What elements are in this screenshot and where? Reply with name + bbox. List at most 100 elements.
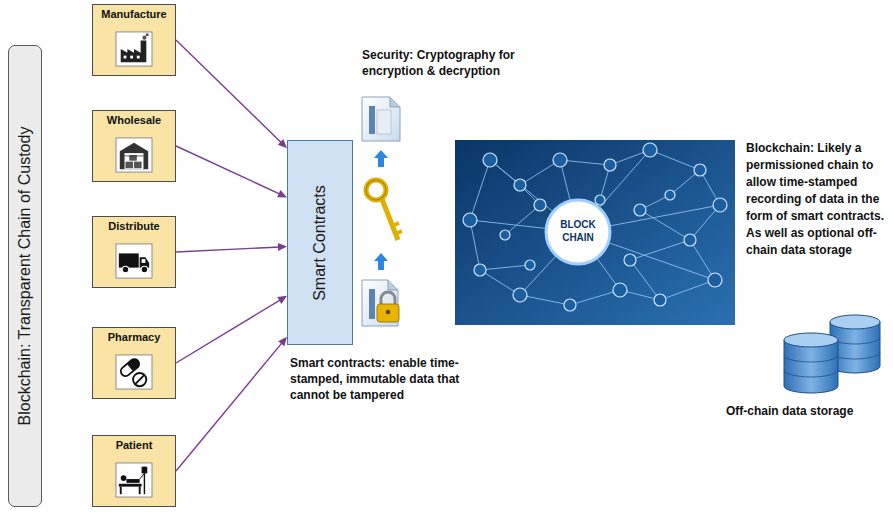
actor-icon: [115, 354, 153, 390]
document-icon: [390, 97, 400, 107]
note-text: Security: Cryptography for encryption & …: [362, 47, 522, 79]
network-links: [505, 205, 540, 235]
network-links: [630, 240, 690, 260]
flow-arrow: [176, 296, 287, 363]
database-icon: [784, 340, 838, 393]
network-dots: [474, 264, 486, 276]
database-icon: [784, 333, 838, 347]
up-arrow: [374, 150, 388, 167]
network-dots: [708, 273, 722, 287]
picture-text: BLOCK CHAIN: [550, 218, 606, 244]
key-icon: [395, 231, 402, 234]
flow-arrow-line: [176, 300, 281, 363]
network-dots: [643, 143, 657, 157]
network-links: [470, 160, 490, 220]
network-links: [570, 290, 620, 305]
actor-icon: [115, 243, 153, 279]
network-dots: [564, 299, 576, 311]
network-dots: [713, 198, 727, 212]
document-icon: [362, 97, 400, 141]
network-dots: [595, 195, 605, 205]
network-links: [630, 260, 660, 300]
box-heading: Manufacture: [93, 8, 175, 20]
flow-arrow-line: [176, 342, 282, 471]
locked-document-icon: [381, 292, 395, 305]
network-links: [520, 295, 570, 305]
network-dots: [654, 294, 666, 306]
key-icon: [366, 180, 386, 200]
network-dots: [665, 190, 675, 200]
network-dots: [500, 230, 510, 240]
actor-icon: [115, 462, 153, 498]
key-icon: [392, 223, 399, 226]
locked-document-icon: [362, 280, 399, 326]
network-dots: [513, 288, 527, 302]
actor-box: Distribute: [92, 216, 176, 288]
arrowhead: [277, 190, 287, 197]
document-icon: [362, 97, 400, 141]
box-heading: Distribute: [93, 220, 175, 232]
actor-box: Patient: [92, 435, 176, 507]
locked-document-icon: [377, 304, 399, 322]
box-heading: Pharmacy: [93, 331, 175, 343]
custody-band: Blockchain: Transparent Chain of Custody: [8, 45, 42, 507]
actor-icon: [115, 31, 153, 67]
box-heading: Patient: [93, 439, 175, 451]
actor-box: Wholesale: [92, 110, 176, 182]
network-dots: [624, 254, 636, 266]
document-icon: [369, 106, 375, 134]
network-dots: [463, 143, 727, 311]
network-dots: [483, 153, 497, 167]
arrowhead: [278, 337, 287, 346]
note-text: Smart contracts: enable time-stamped, im…: [290, 355, 470, 403]
flow-arrow-line: [176, 40, 282, 143]
actor-icon: [115, 137, 153, 173]
network-links: [650, 150, 700, 170]
locked-document-icon: [362, 280, 398, 326]
document-icon: [377, 110, 391, 134]
flow-arrow: [176, 243, 287, 252]
flow-arrow-line: [176, 247, 280, 252]
vertical-label: Smart Contracts: [311, 185, 329, 301]
network-dots: [463, 213, 477, 227]
network-links: [470, 150, 720, 305]
box-heading: Wholesale: [93, 114, 175, 126]
vertical-label: Blockchain: Transparent Chain of Custody: [16, 127, 34, 426]
actor-icon: [116, 138, 152, 172]
up-arrow: [374, 150, 388, 167]
network-dots: [613, 283, 627, 297]
center-hub: [546, 200, 610, 264]
key-icon: [366, 180, 386, 200]
flow-arrow: [176, 146, 287, 197]
actor-icon: [116, 463, 152, 497]
actor-icon: [116, 244, 152, 278]
arrowhead: [277, 296, 287, 304]
actor-box: Manufacture: [92, 4, 176, 76]
arrowhead: [278, 243, 287, 251]
network-dots: [634, 204, 646, 216]
up-arrow: [374, 253, 388, 270]
database-icon: [784, 315, 880, 393]
network-dots: [604, 159, 616, 171]
actor-icon: [116, 32, 152, 66]
blockchain-network-picture: [455, 140, 735, 325]
locked-document-icon: [369, 289, 375, 319]
network-dots: [684, 234, 696, 246]
flow-arrow: [176, 40, 287, 148]
locked-document-icon: [388, 280, 398, 290]
network-dots: [553, 153, 567, 167]
database-icon: [784, 355, 838, 377]
network-dots: [694, 164, 706, 176]
note-text: Blockchain: Likely a permissioned chain …: [746, 140, 886, 259]
network-dots: [525, 260, 535, 270]
arrowhead: [278, 139, 287, 148]
caption-text: Off-chain data storage: [726, 403, 853, 419]
network-dots: [514, 179, 526, 191]
network-links: [470, 220, 480, 270]
flow-arrow-line: [176, 146, 280, 194]
smart-contracts-box: Smart Contracts: [287, 140, 353, 345]
up-arrow: [374, 253, 388, 270]
network-links: [660, 280, 715, 300]
database-icon: [830, 315, 880, 329]
locked-document-icon: [386, 310, 390, 314]
